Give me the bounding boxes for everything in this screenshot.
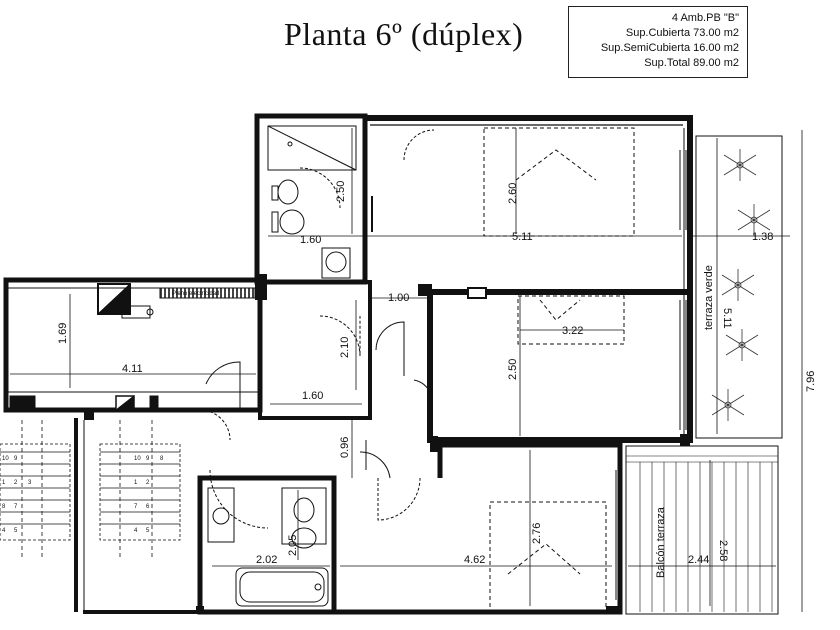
stair-num: 9 <box>146 456 150 462</box>
stair-num: 10 <box>2 456 9 462</box>
dim-balcony-width: 2.44 <box>688 554 709 566</box>
electric-panel <box>159 287 256 299</box>
green-terrace <box>695 135 783 439</box>
unit-type: 4 Amb.PB "B" <box>671 12 739 24</box>
green-terrace-label: terraza verde <box>703 265 715 330</box>
stair-num: 4 <box>2 528 6 534</box>
covered-area: Sup.Cubierta 73.00 m2 <box>625 27 739 39</box>
dimension-lines <box>10 128 803 612</box>
wall-bath-bottom <box>197 475 337 615</box>
stair-num: 6 <box>146 504 150 510</box>
balcony-rails <box>639 462 773 612</box>
plant-symbols <box>711 149 771 421</box>
wall-bath-top <box>254 113 368 285</box>
wall-hall <box>258 280 372 420</box>
dim-left-room-width: 4.11 <box>122 363 143 375</box>
stair-num: 2 <box>146 480 150 486</box>
dim-terrace-length: 5.11 <box>721 308 733 329</box>
stairs <box>0 420 181 560</box>
area-info-box: 4 Amb.PB "B" Sup.Cubierta 73.00 m2 Sup.S… <box>568 6 748 78</box>
kitchen-fixtures <box>9 282 159 411</box>
dim-bath-bottom-width: 2.02 <box>256 554 277 566</box>
windows <box>615 150 687 600</box>
stair-num: 8 <box>160 456 164 462</box>
dim-bedroom-3-depth: 2.76 <box>531 523 543 544</box>
stair-num: 4 <box>134 528 138 534</box>
stair-num: 8 <box>2 504 6 510</box>
dim-hall-height: 2.10 <box>339 337 351 358</box>
dim-bath-top-height: 2.50 <box>335 181 347 202</box>
stair-num: 7 <box>134 504 138 510</box>
bed-bedroom-1 <box>483 127 635 237</box>
semicovered-area: Sup.SemiCubierta 16.00 m2 <box>600 42 739 54</box>
stair-num: 5 <box>14 528 18 534</box>
bed-bedroom-2 <box>517 295 625 345</box>
dim-hall-width: 1.00 <box>388 292 409 304</box>
wall-bedroom-3 <box>331 442 623 615</box>
dim-bedroom-2-depth: 2.50 <box>507 359 519 380</box>
stair-num: 9 <box>14 456 18 462</box>
dim-bedroom-3-width: 4.62 <box>464 554 485 566</box>
dim-left-room-depth: 1.69 <box>57 323 69 344</box>
wall-bedroom-2 <box>427 290 693 443</box>
dim-bath-bottom-height: 2.05 <box>287 535 299 556</box>
total-area: Sup.Total 89.00 m2 <box>644 57 739 69</box>
door-swings <box>199 129 435 521</box>
wall-bedroom-1 <box>365 115 693 295</box>
wall-left-room <box>3 277 263 413</box>
dim-bedroom-2-width: 3.22 <box>562 325 583 337</box>
bed-bedroom-3 <box>489 501 607 611</box>
stair-numbers-left: 10 9 1 2 3 8 7 4 5 <box>2 456 32 534</box>
stair-num: 1 <box>134 480 138 486</box>
stair-num: 5 <box>146 528 150 534</box>
balcony <box>625 445 779 615</box>
dim-bedroom-1-depth: 2.60 <box>507 183 519 204</box>
dim-overall-height: 7.96 <box>805 371 817 392</box>
stair-num: 7 <box>14 504 18 510</box>
columns <box>84 274 690 614</box>
stair-num: 3 <box>28 480 32 486</box>
stair-num: 10 <box>134 456 141 462</box>
electric-panel-label: Pleno electricidad <box>172 291 219 297</box>
plan-title: Planta 6º (dúplex) <box>284 16 524 52</box>
dim-bedroom-1-width: 5.11 <box>512 231 533 243</box>
bath-top-fixtures <box>267 125 357 279</box>
bath-bottom-fixtures <box>207 469 329 607</box>
dim-corridor-width: 0.96 <box>339 437 351 458</box>
stair-num: 1 <box>2 480 6 486</box>
balcony-label: Balcón terraza <box>655 506 667 578</box>
dim-balcony-depth: 2.58 <box>717 540 729 561</box>
dimension-labels: 2.50 1.60 2.60 5.11 1.38 7.96 1.00 2.10 … <box>57 181 817 566</box>
stair-num: 2 <box>14 480 18 486</box>
dim-hall-bottom-width: 1.60 <box>302 390 323 402</box>
walls <box>3 113 693 615</box>
dim-bath-top-width: 1.60 <box>300 234 321 246</box>
stair-numbers-right: 10 9 8 1 2 7 6 4 5 <box>134 456 164 534</box>
dim-terrace-width: 1.38 <box>752 231 773 243</box>
